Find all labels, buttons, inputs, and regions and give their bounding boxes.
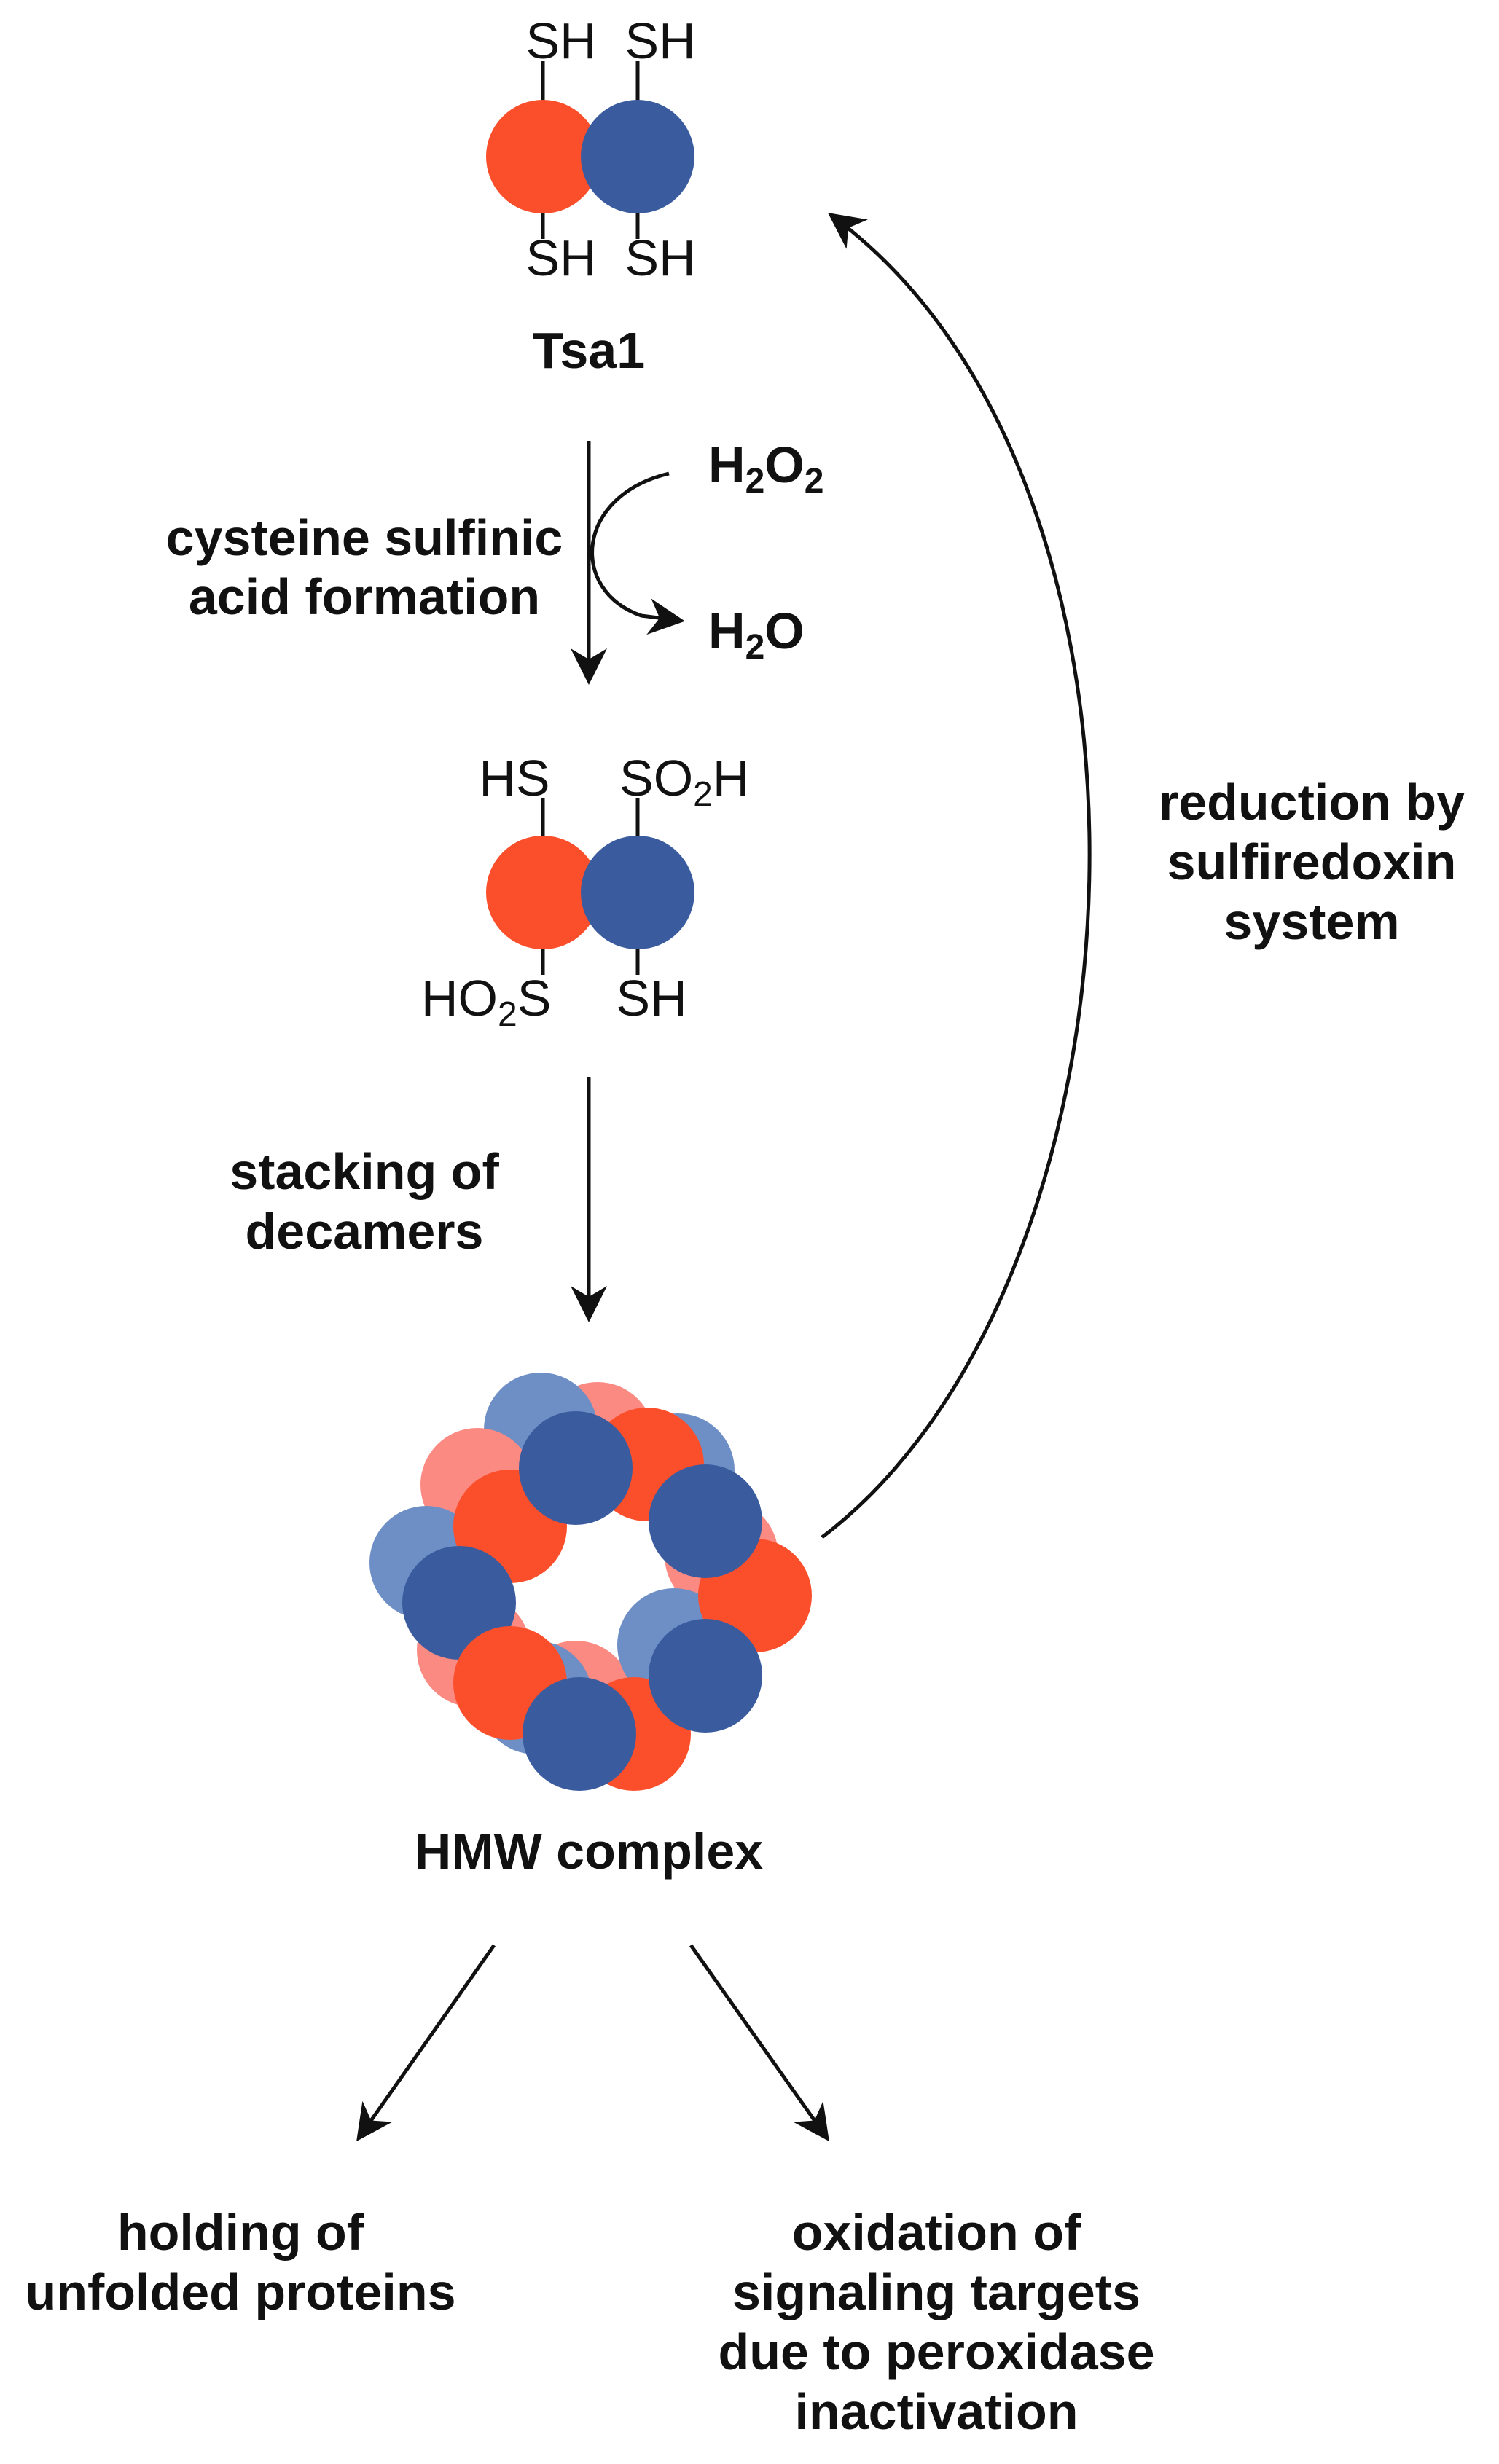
reduction-label: system <box>1224 893 1399 950</box>
h2o2-label: H2O2 <box>708 436 823 501</box>
thiol-label: SH <box>525 229 596 286</box>
signaling-arrow <box>689 1944 829 2142</box>
thiol-label: SH <box>625 12 695 69</box>
reduction-label: reduction by <box>1159 774 1465 831</box>
blue-subunit <box>523 1677 636 1791</box>
step1-label: acid formation <box>189 568 540 625</box>
blue-subunit <box>581 836 694 949</box>
blue-subunit <box>649 1464 762 1578</box>
holding-arrow <box>356 1944 496 2142</box>
step1-label: cysteine sulfinic <box>166 509 563 566</box>
h2o2-consumption-arrow <box>590 471 685 635</box>
outcome-signaling-label: oxidation of <box>792 2204 1081 2261</box>
outcome-holding-label: unfolded proteins <box>25 2264 455 2320</box>
outcome-holding-label: holding of <box>117 2204 364 2261</box>
tsa1-label: Tsa1 <box>533 322 645 379</box>
thiol-label: SH <box>616 970 686 1027</box>
sulfinic-label: SO2H <box>619 750 749 814</box>
red-subunit <box>486 836 600 949</box>
blue-subunit <box>581 100 694 213</box>
oxidized-tsa1-dimer: HS SO2H HO2S SH <box>421 750 749 1034</box>
step2-label: stacking of <box>230 1143 499 1200</box>
hmw-complex <box>369 1373 812 1791</box>
thiol-label: SH <box>525 12 596 69</box>
reduction-label: sulfiredoxin <box>1167 833 1457 890</box>
outcome-signaling-label: inactivation <box>795 2383 1079 2440</box>
tsa1-dimer: SH SH SH SH <box>486 12 696 286</box>
outcome-signaling-label: signaling targets <box>732 2264 1140 2320</box>
reduction-arrow <box>821 213 1092 1539</box>
blue-subunit <box>649 1619 762 1733</box>
step2-label: decamers <box>246 1203 484 1260</box>
hmw-complex-label: HMW complex <box>415 1823 763 1880</box>
h2o-label: H2O <box>708 603 805 667</box>
blue-subunit <box>519 1411 633 1525</box>
red-subunit <box>486 100 600 213</box>
thiol-label: SH <box>625 229 695 286</box>
sulfinic-label: HO2S <box>421 970 551 1034</box>
outcome-signaling-label: due to peroxidase <box>718 2323 1154 2380</box>
thiol-label: HS <box>479 750 549 807</box>
